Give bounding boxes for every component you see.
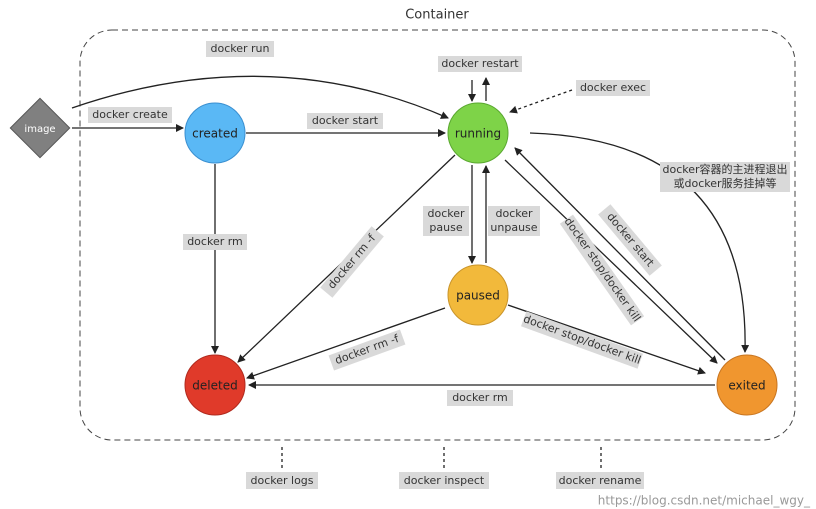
label-start: docker start bbox=[307, 113, 383, 129]
label-exec: docker exec bbox=[576, 80, 650, 96]
edge-exec bbox=[509, 89, 573, 114]
svg-text:deleted: deleted bbox=[192, 379, 237, 393]
edges bbox=[71, 75, 750, 471]
svg-text:docker start: docker start bbox=[312, 114, 379, 127]
node-exited: exited bbox=[716, 354, 778, 416]
svg-text:docker stop/docker kill: docker stop/docker kill bbox=[522, 312, 643, 367]
svg-text:exited: exited bbox=[728, 379, 765, 393]
svg-text:docker: docker bbox=[495, 207, 533, 220]
svg-text:paused: paused bbox=[456, 289, 500, 303]
svg-text:docker start: docker start bbox=[604, 210, 657, 270]
svg-text:running: running bbox=[455, 127, 501, 141]
svg-text:docker exec: docker exec bbox=[580, 81, 646, 94]
edge-rmf-paused bbox=[246, 307, 446, 380]
svg-text:docker run: docker run bbox=[211, 42, 270, 55]
node-deleted: deleted bbox=[184, 354, 246, 416]
svg-text:docker rm: docker rm bbox=[452, 391, 508, 404]
svg-text:docker logs: docker logs bbox=[250, 474, 313, 487]
svg-text:docker rename: docker rename bbox=[559, 474, 642, 487]
svg-text:unpause: unpause bbox=[490, 221, 537, 234]
label-rm-created: docker rm bbox=[183, 234, 247, 250]
edge-start-exited bbox=[514, 147, 726, 361]
svg-text:created: created bbox=[192, 127, 238, 141]
label-rm-exited: docker rm bbox=[447, 390, 513, 406]
container-title: Container bbox=[405, 8, 469, 23]
label-create: docker create bbox=[88, 107, 172, 123]
svg-text:或docker服务挂掉等: 或docker服务挂掉等 bbox=[673, 176, 776, 190]
label-inspect: docker inspect bbox=[399, 472, 489, 489]
edge-run bbox=[71, 75, 449, 119]
svg-text:pause: pause bbox=[429, 221, 462, 234]
container-boundary bbox=[79, 29, 796, 441]
node-paused: paused bbox=[447, 264, 509, 326]
node-created: created bbox=[184, 102, 246, 164]
watermark: https://blog.csdn.net/michael_wgy_ bbox=[598, 494, 811, 508]
node-running: running bbox=[447, 102, 509, 164]
svg-text:docker: docker bbox=[427, 207, 465, 220]
label-rmf-running: docker rm -f bbox=[320, 226, 384, 298]
svg-text:image: image bbox=[24, 124, 55, 135]
edge-stop-running bbox=[504, 159, 718, 364]
svg-text:docker create: docker create bbox=[92, 108, 168, 121]
label-restart: docker restart bbox=[438, 56, 522, 72]
edge-labels: docker run docker create docker start do… bbox=[88, 41, 790, 489]
label-logs: docker logs bbox=[246, 472, 318, 489]
svg-text:docker rm: docker rm bbox=[187, 235, 243, 248]
svg-text:docker容器的主进程退出: docker容器的主进程退出 bbox=[662, 162, 787, 176]
svg-text:docker rm -f: docker rm -f bbox=[325, 231, 379, 291]
label-exit: docker容器的主进程退出 或docker服务挂掉等 bbox=[660, 162, 790, 192]
label-run: docker run bbox=[206, 41, 274, 57]
edge-stop-paused bbox=[507, 304, 706, 375]
label-stop-paused: docker stop/docker kill bbox=[521, 311, 643, 369]
svg-text:docker restart: docker restart bbox=[441, 57, 519, 70]
node-image: image bbox=[9, 97, 71, 159]
label-rename: docker rename bbox=[556, 472, 644, 489]
svg-text:docker inspect: docker inspect bbox=[404, 474, 485, 487]
